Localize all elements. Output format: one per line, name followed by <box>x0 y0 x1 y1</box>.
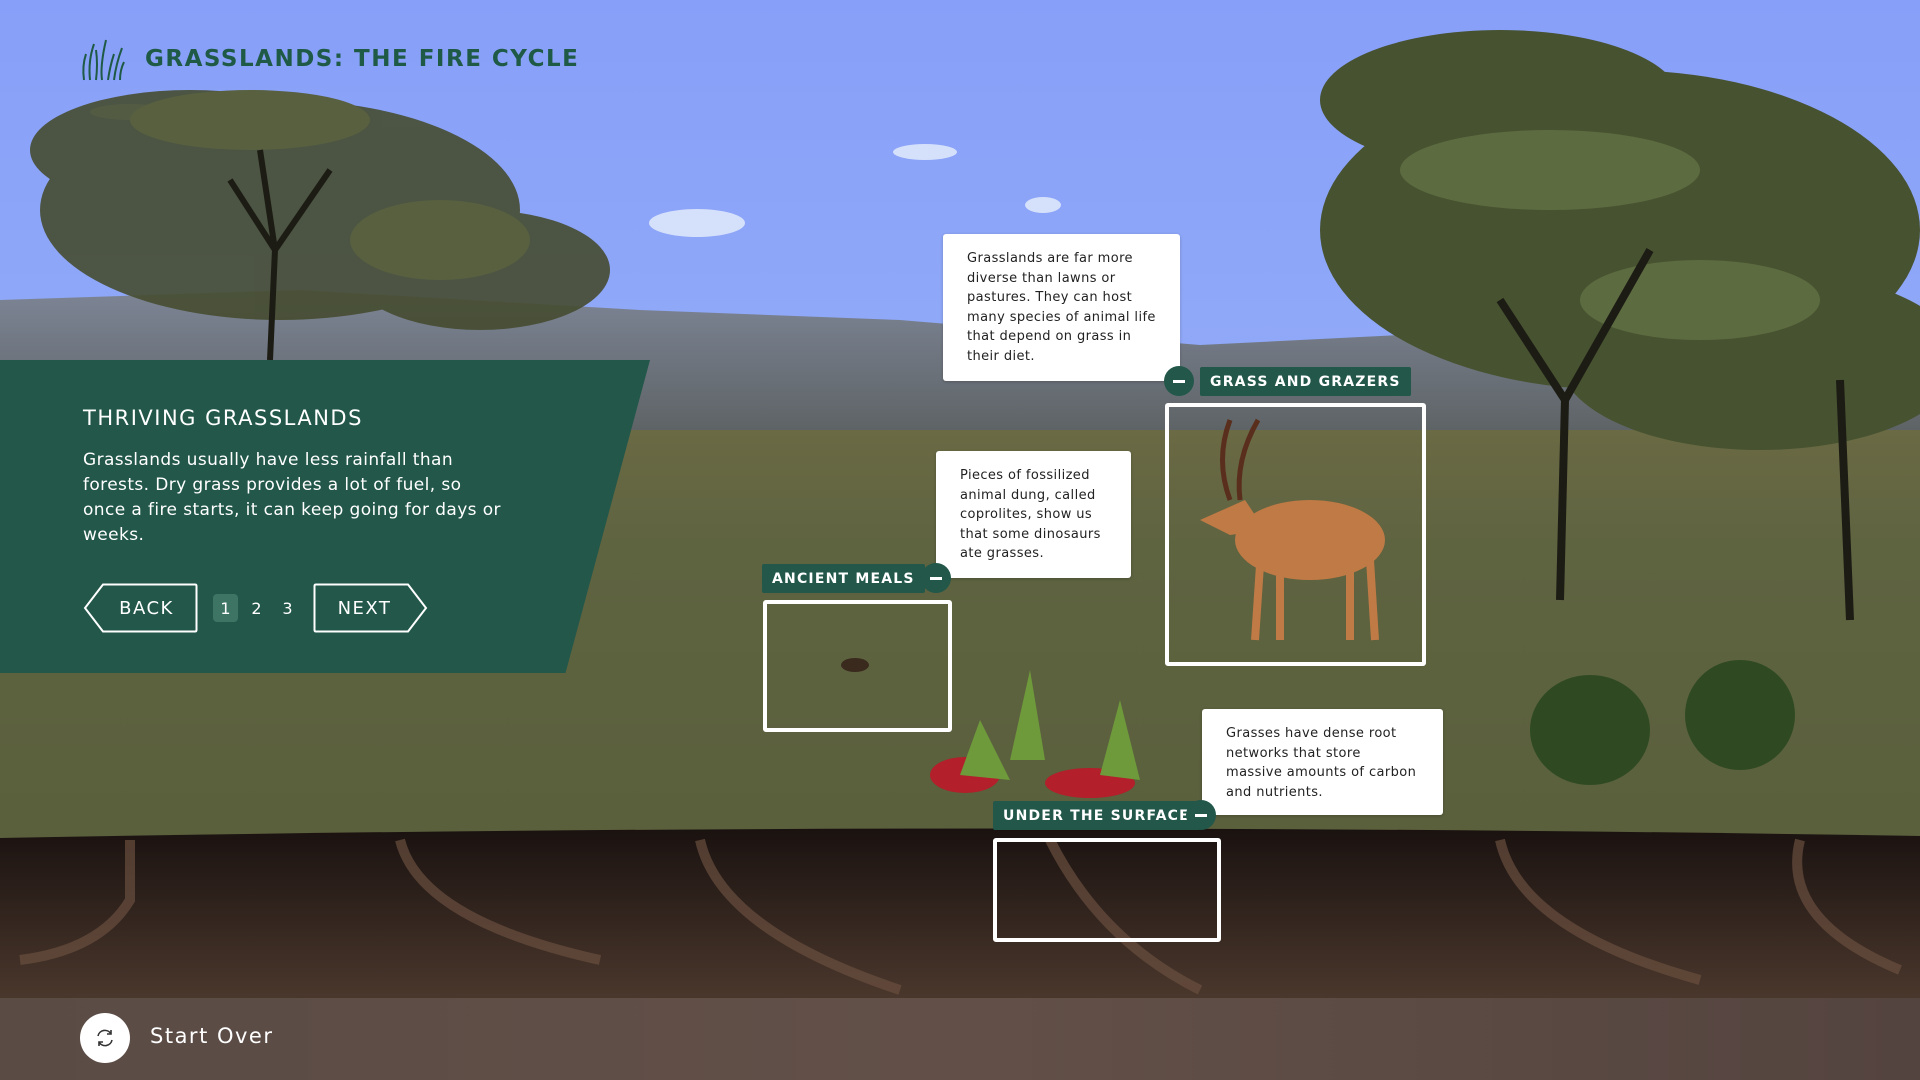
grazers-hotspot-frame[interactable] <box>1165 403 1426 666</box>
footer-bar: Start Over <box>0 998 1920 1080</box>
start-over-button[interactable] <box>80 1013 130 1063</box>
app-header: GRASSLANDS: THE FIRE CYCLE <box>80 36 579 81</box>
surface-label[interactable]: UNDER THE SURFACE <box>993 801 1200 830</box>
app-title: GRASSLANDS: THE FIRE CYCLE <box>145 45 580 72</box>
surface-hotspot-frame[interactable] <box>993 838 1221 942</box>
page-1[interactable]: 1 <box>213 594 238 622</box>
panel-body: Grasslands usually have less rainfall th… <box>83 450 501 545</box>
surface-collapse-button[interactable] <box>1186 800 1216 830</box>
back-button[interactable]: BACK <box>83 583 198 633</box>
page-3[interactable]: 3 <box>282 598 293 618</box>
grass-icon <box>82 39 125 81</box>
ancient-label[interactable]: ANCIENT MEALS <box>762 564 925 593</box>
grazers-collapse-button[interactable] <box>1164 366 1194 396</box>
info-panel: THRIVING GRASSLANDS Grasslands usually h… <box>0 360 650 673</box>
ancient-hotspot-frame[interactable] <box>763 600 952 732</box>
next-label: NEXT <box>337 597 392 619</box>
ancient-collapse-button[interactable] <box>921 563 951 593</box>
ancient-tooltip: Pieces of fossilized animal dung, called… <box>936 451 1131 578</box>
minus-icon <box>1195 813 1207 817</box>
next-arrow-outline <box>313 583 428 633</box>
back-label: BACK <box>119 597 174 619</box>
panel-heading: THRIVING GRASSLANDS <box>83 406 363 430</box>
start-over-label[interactable]: Start Over <box>150 1024 274 1048</box>
grazers-tooltip: Grasslands are far more diverse than law… <box>943 234 1180 381</box>
minus-icon <box>930 576 942 580</box>
grazers-label[interactable]: GRASS AND GRAZERS <box>1200 367 1411 396</box>
refresh-icon <box>97 1029 113 1047</box>
surface-tooltip: Grasses have dense root networks that st… <box>1202 709 1443 815</box>
next-button[interactable]: NEXT <box>313 583 428 633</box>
back-arrow-outline <box>83 583 198 633</box>
minus-icon <box>1173 379 1185 383</box>
pagination: 1 2 3 <box>213 594 300 622</box>
page-2[interactable]: 2 <box>251 598 262 618</box>
